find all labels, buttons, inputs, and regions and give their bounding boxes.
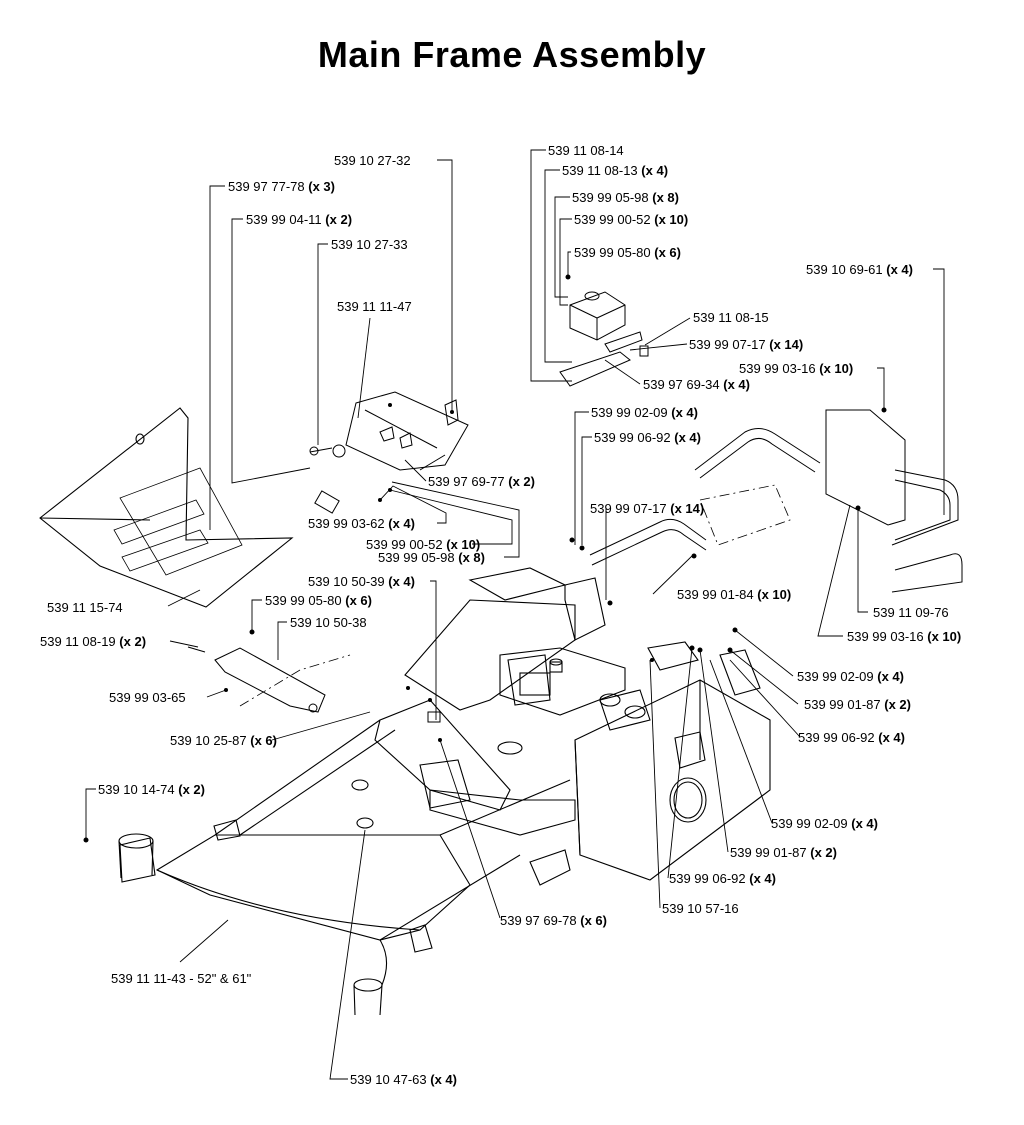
seat-bracket xyxy=(309,391,469,471)
callout-label: 539 11 09-76 xyxy=(873,605,949,620)
callout-label: 539 99 07-17 (x 14) xyxy=(590,501,705,516)
callout-label: 539 10 47-63 (x 4) xyxy=(350,1072,457,1087)
callout-label: 539 99 03-62 (x 4) xyxy=(308,516,415,531)
callout-label: 539 99 03-16 (x 10) xyxy=(739,361,854,376)
callout-label: 539 99 05-98 (x 8) xyxy=(572,190,679,205)
callout-label: 539 11 11-43 - 52" & 61" xyxy=(111,971,252,986)
callout-label: 539 10 27-32 xyxy=(334,153,411,168)
callout-label: 539 99 00-52 (x 10) xyxy=(574,212,689,227)
callout-label: 539 99 05-80 (x 6) xyxy=(265,593,372,608)
fuel-tank xyxy=(559,291,649,387)
fasteners xyxy=(83,274,887,843)
callout-label: 539 10 50-39 (x 4) xyxy=(308,574,415,589)
leader-lines xyxy=(85,149,945,1080)
callout-label: 539 10 50-38 xyxy=(290,615,367,630)
front-deck xyxy=(118,719,571,1016)
floor-plate xyxy=(39,407,294,608)
callout-label: 539 11 08-13 (x 4) xyxy=(562,163,669,178)
callout-label: 539 99 01-87 (x 2) xyxy=(804,697,911,712)
callout-label: 539 99 02-09 (x 4) xyxy=(591,405,698,420)
callout-label: 539 99 06-92 (x 4) xyxy=(798,730,905,745)
callout-label: 539 99 00-52 (x 10) xyxy=(366,537,481,552)
callout-label: 539 10 14-74 (x 2) xyxy=(98,782,205,797)
callout-label: 539 99 07-17 (x 14) xyxy=(689,337,804,352)
callout-label: 539 99 03-16 (x 10) xyxy=(847,629,962,644)
hidden-lines xyxy=(239,484,791,707)
callout-label: 539 11 08-15 xyxy=(693,310,769,325)
callout-label: 539 99 05-80 (x 6) xyxy=(574,245,681,260)
arm-plate xyxy=(187,490,441,723)
callout-label: 539 97 77-78 (x 3) xyxy=(228,179,335,194)
callout-label: 539 99 06-92 (x 4) xyxy=(594,430,701,445)
callout-label: 539 10 69-61 (x 4) xyxy=(806,262,913,277)
callout-label: 539 11 11-47 xyxy=(337,299,412,314)
callout-label: 539 97 69-77 (x 2) xyxy=(428,474,535,489)
callout-label: 539 99 02-09 (x 4) xyxy=(797,669,904,684)
callout-label: 539 11 15-74 xyxy=(47,600,123,615)
callout-label: 539 99 01-87 (x 2) xyxy=(730,845,837,860)
callout-label: 539 97 69-78 (x 6) xyxy=(500,913,607,928)
callout-label: 539 10 27-33 xyxy=(331,237,408,252)
callout-label: 539 99 05-98 (x 8) xyxy=(378,550,485,565)
callout-label: 539 11 08-19 (x 2) xyxy=(40,634,147,649)
callout-label: 539 99 01-84 (x 10) xyxy=(677,587,792,602)
callout-label: 539 10 25-87 (x 6) xyxy=(170,733,277,748)
callout-label: 539 97 69-34 (x 4) xyxy=(643,377,750,392)
rear-guard xyxy=(589,409,963,593)
callout-label: 539 99 03-65 xyxy=(109,690,186,705)
callout-label: 539 99 02-09 (x 4) xyxy=(771,816,878,831)
callout-label: 539 10 57-16 xyxy=(662,901,739,916)
callout-label: 539 99 04-11 (x 2) xyxy=(246,212,353,227)
page-title: Main Frame Assembly xyxy=(317,34,707,75)
callout-label: 539 11 08-14 xyxy=(548,143,624,158)
callout-label: 539 99 06-92 (x 4) xyxy=(669,871,776,886)
